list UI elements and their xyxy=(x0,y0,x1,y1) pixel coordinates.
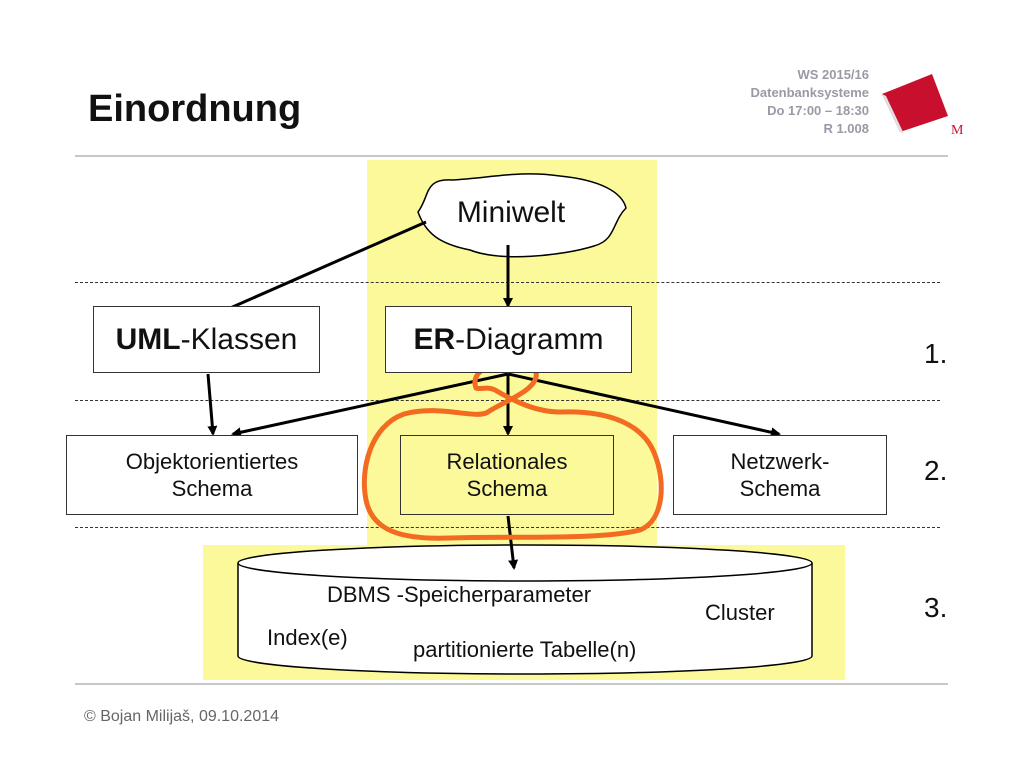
network-schema-line1: Netzwerk- xyxy=(730,449,830,474)
footer-copyright: © Bojan Milijaš, 09.10.2014 xyxy=(84,708,280,725)
er-bold: ER xyxy=(413,322,456,356)
slide-title: Einordnung xyxy=(88,88,302,130)
relational-schema-box: Relationales Schema xyxy=(400,435,614,515)
storage-cylinder-top xyxy=(237,544,813,582)
m-logo-icon: M xyxy=(882,74,964,138)
uml-classes-box: UML-Klassen xyxy=(93,306,320,373)
object-schema-line1: Objektorientiertes xyxy=(125,449,299,474)
object-schema-line2: Schema xyxy=(171,476,253,501)
network-schema-box: Netzwerk- Schema xyxy=(673,435,887,515)
uml-rest: -Klassen xyxy=(180,322,298,356)
miniwelt-label: Miniwelt xyxy=(456,196,566,229)
relational-schema-line1: Relationales xyxy=(446,449,568,474)
course-semester: WS 2015/16 xyxy=(797,67,869,82)
storage-cluster-label: Cluster xyxy=(705,600,775,625)
storage-index-label: Index(e) xyxy=(267,625,348,650)
miniwelt-cloud xyxy=(417,173,627,258)
level-1-label: 1. xyxy=(924,338,948,369)
arrow-relational-storage xyxy=(506,515,519,570)
network-schema-line2: Schema xyxy=(739,476,821,501)
logo-letter: M xyxy=(951,123,964,138)
er-diagram-box: ER-Diagramm xyxy=(385,306,632,373)
er-rest: -Diagramm xyxy=(455,322,604,356)
arrow-miniwelt-uml xyxy=(210,220,427,318)
uml-bold: UML xyxy=(115,322,181,356)
header-divider xyxy=(75,155,948,157)
level-separator xyxy=(75,527,940,528)
course-room: R 1.008 xyxy=(823,121,869,136)
course-subject: Datenbanksysteme xyxy=(750,85,870,100)
relational-schema-line2: Schema xyxy=(466,476,548,501)
footer-divider xyxy=(75,683,948,685)
arrow-uml-object xyxy=(206,373,218,436)
storage-cylinder xyxy=(237,563,813,675)
arrow-er-network xyxy=(507,372,781,438)
course-info: WS 2015/16 Datenbanksysteme Do 17:00 – 1… xyxy=(751,66,870,138)
level-3-label: 3. xyxy=(924,592,948,623)
arrow-er-object xyxy=(231,372,509,438)
level-2-label: 2. xyxy=(924,455,948,486)
storage-partitioned-label: partitionierte Tabelle(n) xyxy=(413,637,637,662)
storage-params-label: DBMS -Speicherparameter xyxy=(327,582,592,607)
course-time: Do 17:00 – 18:30 xyxy=(767,103,869,118)
object-schema-box: Objektorientiertes Schema xyxy=(66,435,358,515)
focus-outline xyxy=(361,358,664,541)
